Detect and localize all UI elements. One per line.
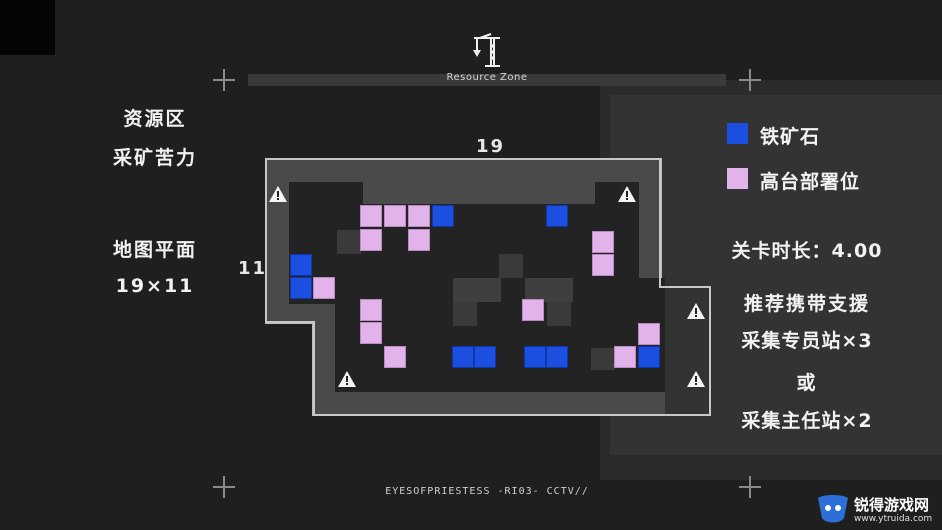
ore-legend-label: 铁矿石 [760,126,821,148]
ore-tile [452,346,474,368]
deploy-tile [384,205,406,227]
deploy-tile [638,323,660,345]
deploy-tile [592,231,614,253]
map-outline [265,158,711,416]
deploy-tile [360,229,382,251]
deploy-tile [384,346,406,368]
map-size-label: 地图平面 [112,239,197,261]
ore-tile [432,205,454,227]
deploy-tile [614,346,636,368]
deploy-tile [360,322,382,344]
header-bar [248,74,726,86]
zone-name-line2: 采矿苦力 [112,147,197,169]
ore-tile [524,346,546,368]
recommend-support-label: 推荐携带支援 [743,293,870,315]
ore-tile [546,205,568,227]
deploy-tile [360,299,382,321]
footer-caption: EYESOFPRIESTESS -RI03- CCTV// [385,486,589,497]
ore-tile [290,277,312,299]
crosshair-icon [213,476,235,498]
deploy-legend-label: 高台部署位 [760,171,861,193]
deploy-tile [592,254,614,276]
crosshair-icon [739,69,761,91]
zone-name-line1: 资源区 [123,108,187,130]
deploy-tile [313,277,335,299]
recommend-option-2: 采集主任站×2 [741,410,873,432]
warning-icon [269,186,287,202]
site-watermark: 锐得游戏网 www.ytruida.com [806,488,942,530]
recommend-option-1: 采集专员站×3 [741,330,873,352]
background-right-panel-light [610,95,942,455]
watermark-title: 锐得游戏网 [854,496,930,514]
deploy-tile [408,205,430,227]
crosshair-icon [213,69,235,91]
crane-icon [473,33,500,67]
header-title: Resource Zone [446,72,528,83]
crosshair-icon [739,476,761,498]
deploy-tile [522,299,544,321]
warning-icon [338,371,356,387]
ore-legend-swatch [727,123,748,144]
deploy-tile [408,229,430,251]
top-left-black-box [0,0,55,55]
warning-icon [687,303,705,319]
deploy-legend-swatch [727,168,748,189]
deploy-tile [360,205,382,227]
or-label: 或 [796,372,818,394]
map-height-label: 11 [238,258,268,279]
ore-tile [546,346,568,368]
map-size-value: 19×11 [115,275,195,297]
warning-icon [687,371,705,387]
ore-tile [474,346,496,368]
watermark-url: www.ytruida.com [854,514,933,524]
logo-icon [818,495,848,523]
ore-tile [290,254,312,276]
warning-icon [618,186,636,202]
stage-duration: 关卡时长：4.00 [731,240,883,262]
map-width-label: 19 [476,136,506,157]
ore-tile [638,346,660,368]
